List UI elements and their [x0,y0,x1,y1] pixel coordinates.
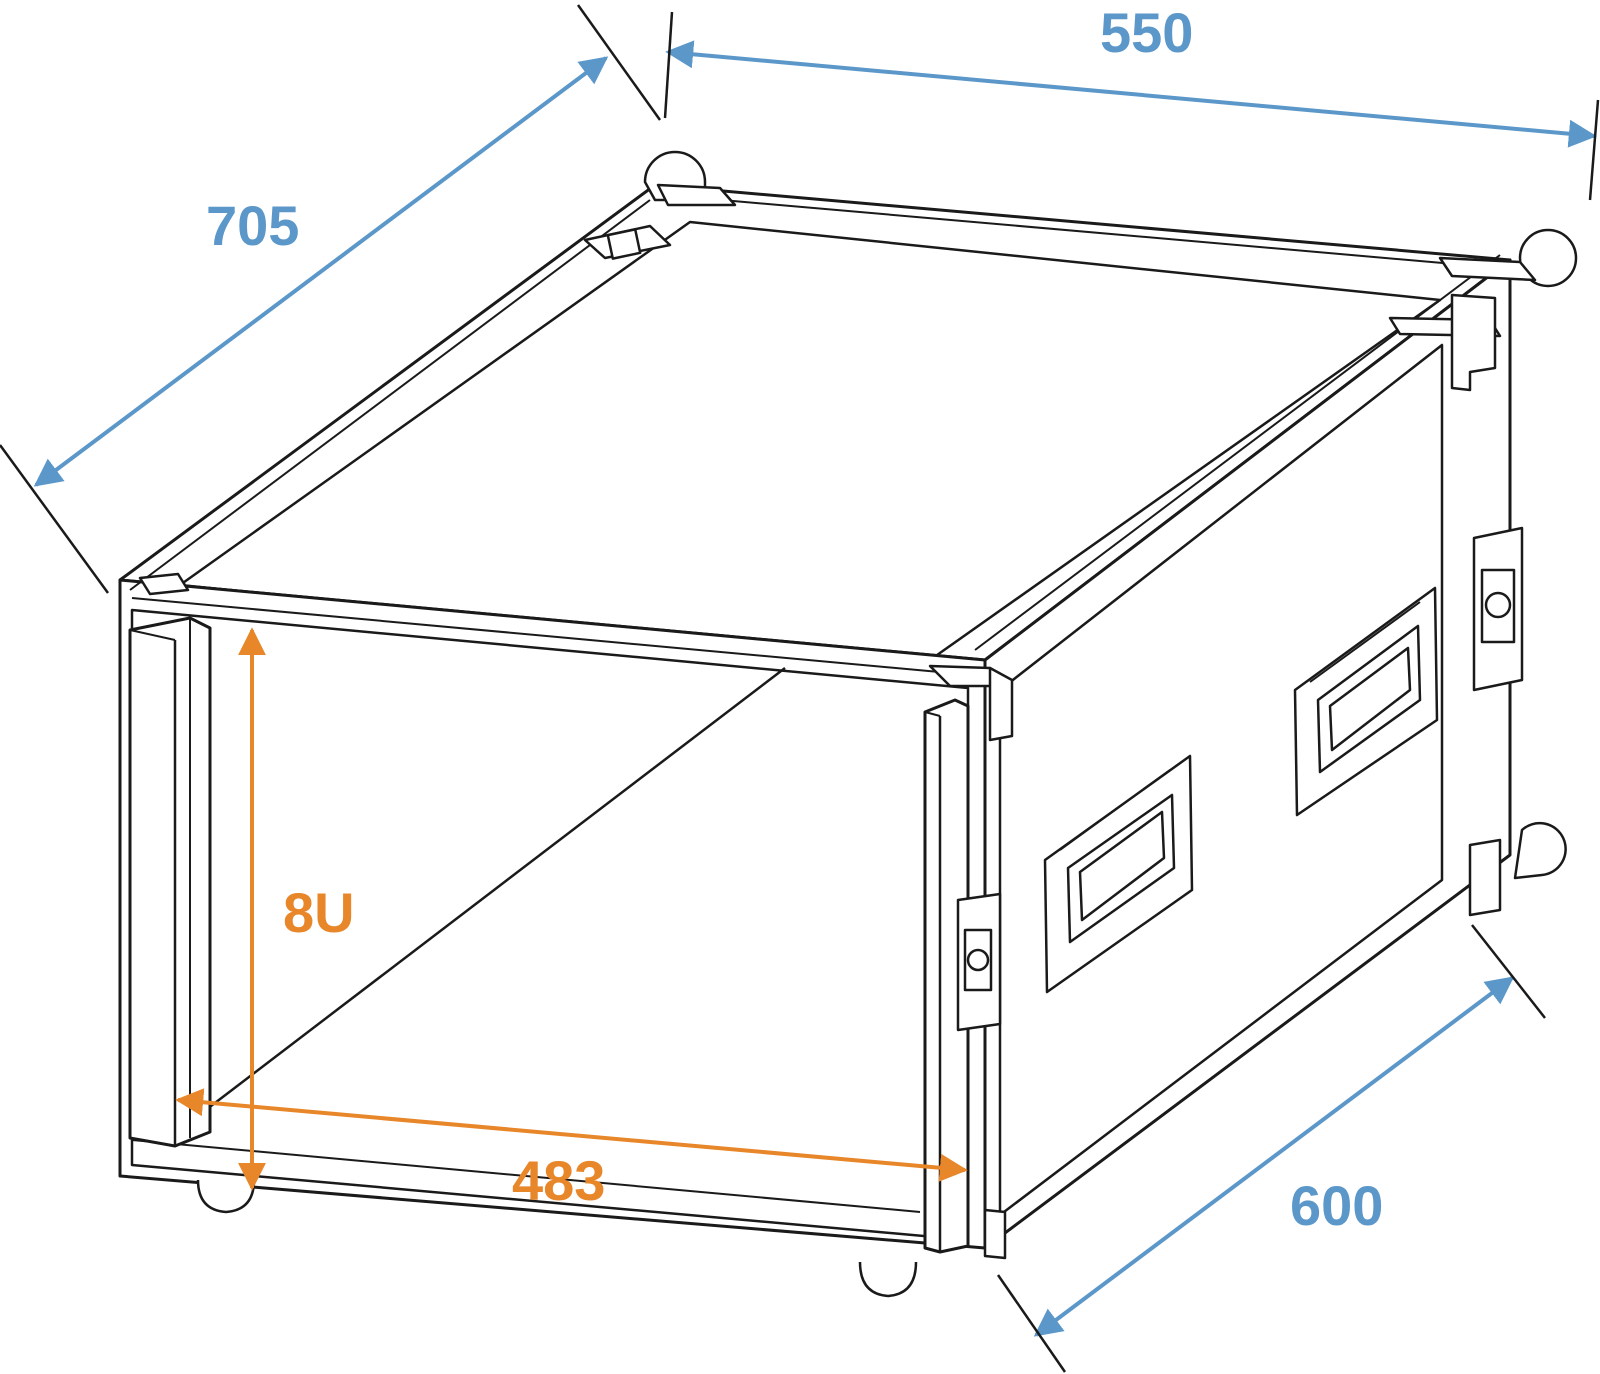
top-front-edge-trim [131,597,973,676]
dim-705-tick-a [0,444,110,594]
corner-bracket-front-right-top [928,664,1014,742]
dim-705-arrow [33,56,609,487]
interior-diagonal [189,667,786,1123]
side-handle-rear [1293,586,1439,817]
corner-ball-back-right [1388,228,1578,392]
corner-ball-front-right-bottom [1468,821,1567,917]
top-back-edge-trim [664,194,1501,269]
dim-600-arrow [1033,976,1515,1337]
latch-rear [1472,526,1524,692]
dim-705-tick-b [576,4,662,121]
corner-bracket-front-right-bottom [983,1208,1007,1260]
dim-550-tick-a [663,11,674,119]
dim-600-tick-b [1471,924,1546,1019]
dim-label-705: 705 [206,194,299,257]
dim-600-tick-a [996,1274,1067,1373]
dim-label-483: 483 [512,1149,605,1212]
dim-550-arrow [665,40,1597,148]
corner-bracket-top-left [138,572,190,596]
flight-case [118,150,1578,1298]
dim-483-arrow [175,1088,968,1182]
dim-label-600: 600 [1290,1174,1383,1237]
side-handle-front [1043,754,1194,994]
dim-label-8u: 8U [283,881,355,944]
foot-front-left [196,1179,256,1214]
latch-front [956,892,1002,1032]
dim-label-550: 550 [1100,1,1193,64]
dim-550-tick-b [1588,99,1600,201]
case-side-panel [998,343,1444,1217]
foot-front-right [858,1261,918,1298]
rack-rail-left [128,616,212,1148]
case-front-frame [118,578,987,1250]
